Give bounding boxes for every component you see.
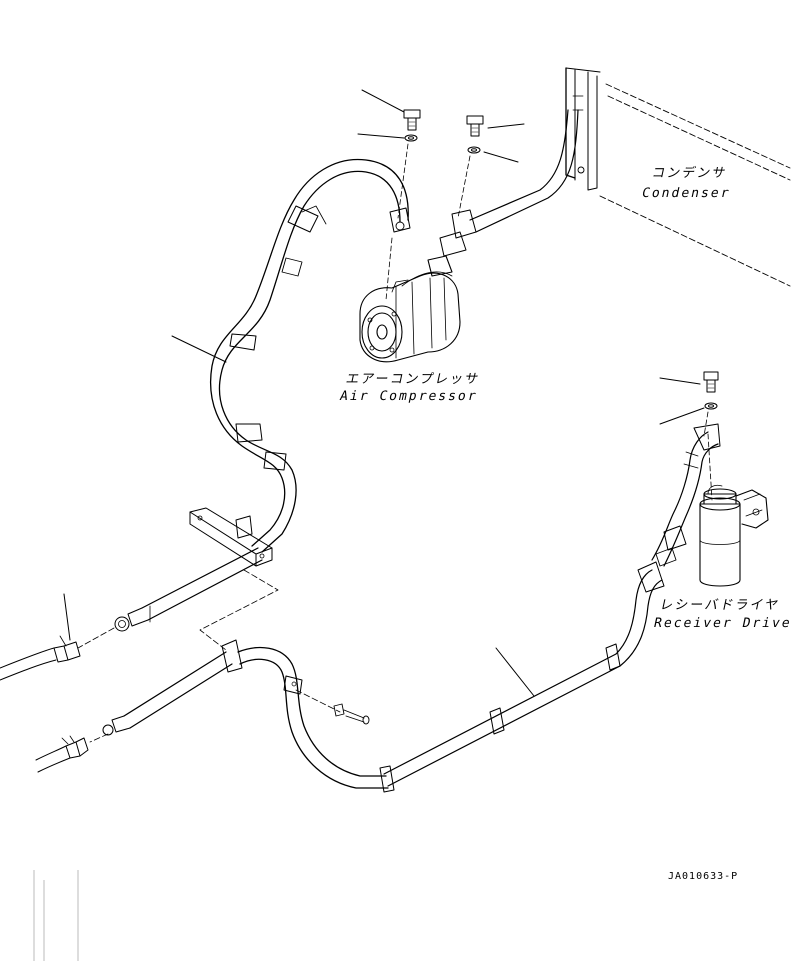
bolt-right xyxy=(466,115,484,154)
liquid-pipe xyxy=(379,561,665,793)
condenser-label-en: Condenser xyxy=(640,186,733,201)
bolt-receiver xyxy=(703,371,719,410)
bolt-left xyxy=(403,109,421,142)
small-bolt xyxy=(333,703,370,725)
air-compressor xyxy=(359,255,461,363)
suction-hose-lower xyxy=(102,639,243,736)
discharge-hose xyxy=(210,158,411,553)
left-fitting-lower xyxy=(35,735,89,773)
drawing-code: JA010633-P xyxy=(668,871,739,882)
lower-loop-hose xyxy=(237,646,389,789)
receiver-hose xyxy=(651,423,721,567)
receiver-label-en: Receiver Driver xyxy=(652,616,792,631)
compressor-label-en: Air Compressor xyxy=(338,389,480,404)
connection-lines xyxy=(77,569,341,743)
condenser-pipe xyxy=(439,109,579,257)
scan-marks xyxy=(33,870,79,961)
condenser xyxy=(565,67,791,287)
compressor-label-jp: エアーコンプレッサ xyxy=(344,372,482,387)
suction-hose-upper xyxy=(114,547,263,632)
leader-lines xyxy=(63,89,705,697)
bracket-upper xyxy=(189,507,273,567)
left-fitting-upper xyxy=(0,635,81,681)
receiver-drier xyxy=(699,484,769,587)
condenser-label-jp: コンデンサ xyxy=(650,166,729,181)
receiver-label-jp: レシーバドライヤ xyxy=(658,598,782,613)
bolt-centerlines xyxy=(385,143,709,437)
